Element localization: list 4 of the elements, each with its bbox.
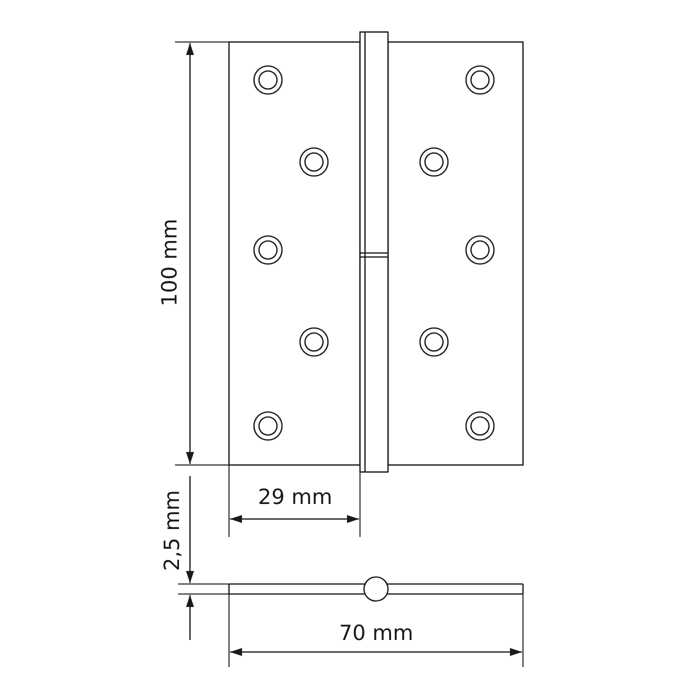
dimension-label: 100 mm [159,218,180,306]
dimension-label: 70 mm [339,622,414,644]
dimension-label: 29 mm [258,486,332,508]
dimension-label: 2,5 mm [162,490,182,570]
